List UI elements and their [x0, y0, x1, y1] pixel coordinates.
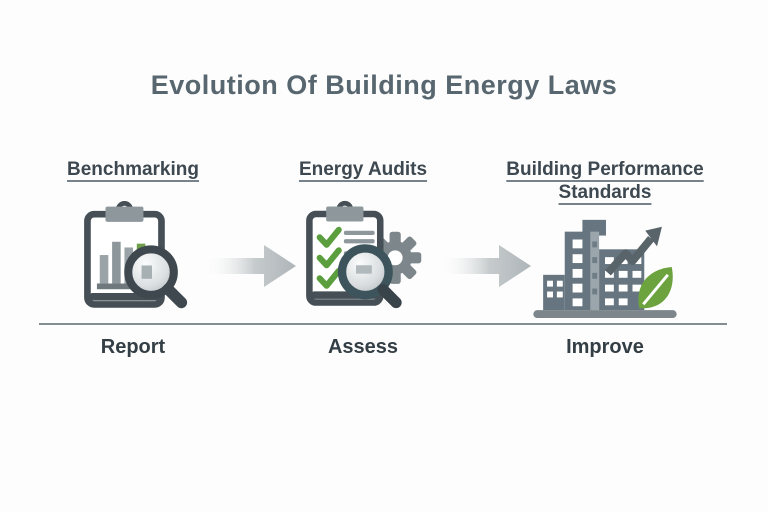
stage-header-energy-audits: Energy Audits: [298, 159, 428, 180]
divider-line: [39, 323, 727, 325]
stage-benchmarking: Benchmarking: [33, 0, 233, 512]
clipboard-checklist-gear-magnifier-icon: [300, 200, 426, 315]
stage-energy-audits: Energy Audits: [263, 0, 463, 512]
page-title: Evolution Of Building Energy Laws: [150, 70, 618, 100]
stage-building-performance-standards: Building Performance Standards: [500, 0, 710, 512]
stage-header-building-performance-standards: Building Performance Standards: [506, 159, 704, 203]
right-gradient-arrow-icon: [204, 241, 299, 291]
stage-action-assess: Assess: [327, 336, 399, 358]
clipboard-bar-chart-magnifier-icon: [76, 200, 190, 317]
buildings-growth-arrow-leaf-icon: [531, 212, 679, 325]
stage-header-benchmarking: Benchmarking: [67, 159, 199, 180]
stage-action-report: Report: [100, 336, 166, 358]
right-gradient-arrow-icon: [439, 241, 534, 291]
stage-action-improve: Improve: [566, 336, 644, 358]
